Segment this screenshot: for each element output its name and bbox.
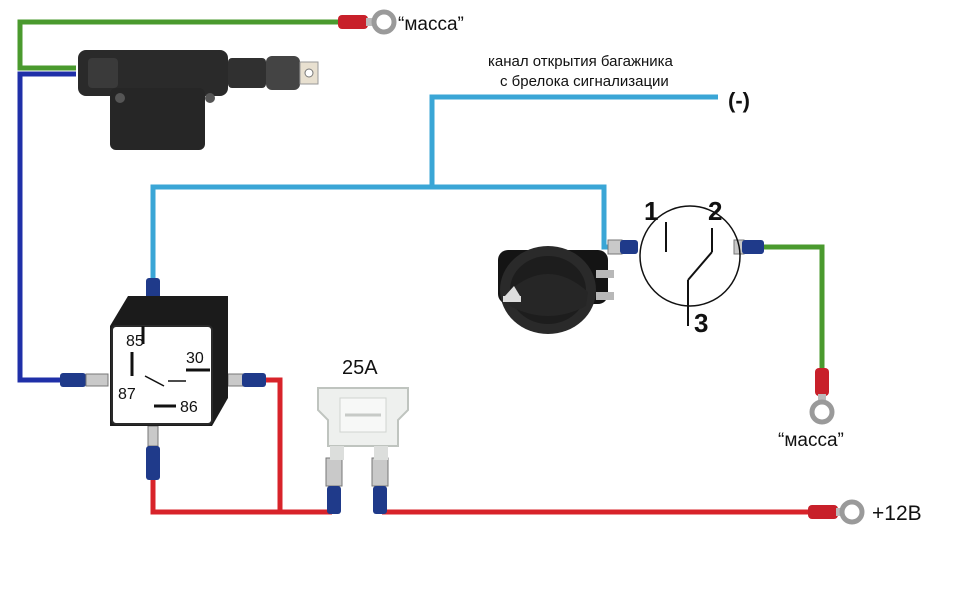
fuse-25a — [317, 387, 409, 460]
wire-cyan-channel — [429, 94, 718, 187]
relay-pin-30: 30 — [186, 350, 204, 367]
relay-connector-left — [60, 373, 109, 387]
minus-label: (-) — [728, 88, 750, 113]
switch-pin-1: 1 — [644, 196, 658, 226]
wire-green-right — [762, 244, 825, 370]
switch-connector-pin1 — [607, 239, 638, 255]
wire-red-relay30 — [262, 377, 332, 515]
relay-pin-85: 85 — [126, 333, 144, 350]
fuse-rating-label: 25A — [342, 357, 378, 379]
fuse-connector-left — [325, 457, 343, 514]
wire-blue — [17, 71, 76, 383]
wire-red-relay87 — [150, 478, 280, 515]
plus12-ring-terminal — [808, 499, 865, 525]
door-lock-actuator — [78, 50, 319, 150]
plus12-label: +12В — [872, 502, 922, 525]
ground-ring-terminal-top — [338, 9, 397, 35]
trunk-icon — [503, 286, 521, 302]
trunk-button-photo — [498, 246, 614, 334]
relay-connector-bottom — [146, 425, 160, 480]
wire-cyan-main — [150, 184, 612, 282]
switch-pin-2: 2 — [708, 196, 722, 226]
ground-ring-terminal-right — [809, 368, 835, 425]
switch-symbol: 1 2 3 — [639, 196, 741, 338]
trunk-channel-label-line2: с брелока сигнализации — [500, 73, 669, 90]
relay-body: 85 30 87 86 — [110, 296, 228, 426]
wire-green-top — [17, 19, 340, 71]
switch-pin-3: 3 — [694, 308, 708, 338]
relay-connector-right — [227, 373, 266, 387]
fuse-connector-right — [371, 457, 389, 514]
trunk-channel-label-line1: канал открытия багажника — [488, 53, 674, 70]
ground-label-right: “масса” — [778, 430, 844, 451]
ground-label-top: “масса” — [398, 14, 464, 35]
relay-pin-86: 86 — [180, 399, 198, 416]
relay-pin-87: 87 — [118, 386, 136, 403]
